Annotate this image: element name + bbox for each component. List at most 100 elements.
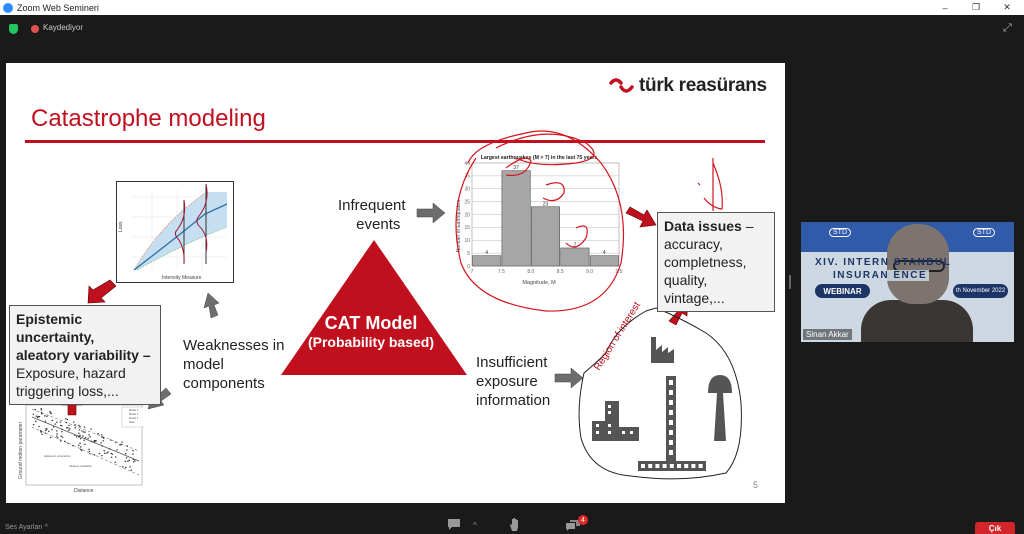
- date-badge: th November 2022: [953, 284, 1008, 298]
- scatter-point: [57, 437, 59, 439]
- scatter-point: [61, 436, 64, 438]
- histogram-y-tick: 40: [464, 161, 470, 167]
- scatter-point: [110, 452, 112, 455]
- scatter-point: [84, 443, 86, 445]
- scatter-point: [72, 421, 75, 423]
- scatter-point: [37, 416, 39, 418]
- scatter-point: [65, 421, 68, 424]
- scatter-point: [67, 427, 69, 429]
- minimize-button[interactable]: –: [942, 2, 948, 13]
- histogram-svg: Largest earthquakes (M > 7) in the last …: [456, 155, 623, 286]
- scatter-point: [93, 454, 96, 456]
- scatter-point: [107, 451, 109, 453]
- scatter-points: [32, 408, 136, 471]
- scatter-point: [119, 444, 121, 446]
- uncertainty-band: [134, 192, 227, 270]
- histogram-bar: [501, 170, 531, 267]
- scatter-point: [121, 441, 123, 443]
- tower-window: [669, 430, 673, 435]
- ground-motion-figure: Model 1 Model 2 Model 3 Data Epistemic u…: [14, 399, 149, 494]
- cat-model-subtitle: (Probability based): [307, 334, 435, 350]
- scatter-point: [34, 409, 36, 411]
- scatter-point: [38, 416, 41, 418]
- turk-reasurans-logo: türk reasürans: [609, 75, 767, 97]
- shield-check-icon[interactable]: [9, 24, 18, 34]
- scatter-point: [59, 421, 62, 423]
- scatter-point: [64, 440, 66, 442]
- scatter-point: [93, 441, 96, 443]
- epistemic-line4: triggering loss,...: [16, 383, 119, 399]
- scatter-point: [35, 420, 37, 423]
- scatter-point: [40, 431, 42, 433]
- scatter-point: [82, 435, 84, 437]
- recording-icon: [31, 25, 39, 33]
- insufficient-label: Insufficient exposure information: [476, 353, 550, 410]
- scatter-point: [56, 433, 58, 435]
- scatter-point: [61, 428, 63, 430]
- leave-button[interactable]: Çık: [975, 522, 1015, 534]
- scatter-point: [125, 466, 127, 469]
- gray-arrow-up-to-loss: [203, 292, 220, 319]
- scatter-point: [114, 456, 117, 458]
- gm-legend-1: Model 1: [129, 408, 139, 412]
- scatter-point: [94, 440, 97, 442]
- scatter-point: [101, 445, 103, 447]
- scatter-point: [49, 412, 52, 414]
- page-number: 5: [753, 480, 759, 490]
- speaker-name: Sinan Akkar: [803, 329, 852, 340]
- scatter-point: [120, 444, 122, 446]
- chat-options-chevron-icon[interactable]: ^: [473, 521, 477, 530]
- histogram-ylabel: Number of Earthquakes: [456, 199, 462, 252]
- red-arrow-to-data-issues: [625, 206, 657, 228]
- maximize-button[interactable]: ❐: [971, 2, 981, 12]
- chat-icon[interactable]: [447, 518, 461, 531]
- scatter-point: [74, 434, 76, 436]
- banner-line2: INSURAN ENCE: [831, 270, 930, 281]
- insufficient-line2: exposure: [476, 373, 538, 390]
- histogram-bar: [472, 255, 502, 267]
- scatter-point: [41, 413, 43, 415]
- scatter-point: [97, 433, 99, 435]
- scatter-point: [126, 445, 128, 447]
- ground-motion-plot: Model 1 Model 2 Model 3 Data Epistemic u…: [18, 404, 149, 494]
- qa-icon[interactable]: [565, 519, 581, 532]
- ink-circle-title: [495, 133, 595, 166]
- scatter-point: [103, 437, 105, 439]
- data-issues-line3: completness,: [664, 254, 747, 270]
- infrequent-line2: events: [356, 216, 401, 233]
- scatter-point: [79, 446, 82, 448]
- gray-arrow-to-region: [554, 367, 584, 389]
- scatter-point: [51, 419, 53, 422]
- scatter-point: [49, 411, 51, 413]
- panel-resize-handle[interactable]: [789, 275, 791, 289]
- scatter-point: [53, 426, 55, 428]
- tower-window: [669, 390, 673, 395]
- tower-base-window: [648, 464, 653, 468]
- infrequent-events-label: Infrequent events: [338, 196, 406, 234]
- close-button[interactable]: ✕: [1003, 2, 1011, 12]
- scatter-point: [78, 429, 81, 431]
- histogram-y-tick: 15: [464, 225, 470, 231]
- audio-settings-button[interactable]: Ses Ayarları ^: [5, 524, 48, 531]
- raise-hand-icon[interactable]: [509, 517, 521, 532]
- histogram-bar: [589, 255, 619, 267]
- scatter-point: [79, 425, 81, 427]
- aleatory-title: aleatory variability –: [16, 347, 151, 363]
- tower-window: [669, 400, 673, 405]
- speaker-video[interactable]: STD STD XIV. INTERN STANBUL INSURAN ENCE…: [801, 222, 1014, 342]
- insufficient-line1: Insufficient: [476, 354, 548, 371]
- fullscreen-expand-icon[interactable]: ⤢: [1003, 22, 1012, 34]
- speaker-body: [861, 300, 973, 342]
- scatter-point: [56, 435, 58, 437]
- earthquake-histogram: Largest earthquakes (M > 7) in the last …: [454, 151, 624, 296]
- loss-ylabel: Loss: [118, 221, 124, 232]
- scatter-point: [61, 431, 63, 433]
- red-arrow-to-epistemic: [87, 279, 117, 304]
- scatter-point: [116, 449, 118, 451]
- histogram-bar: [560, 247, 590, 267]
- gm-annotation-aleatory: Aleatory variability: [69, 464, 92, 468]
- scatter-point: [98, 452, 101, 455]
- scatter-point: [88, 434, 90, 436]
- gray-arrow-to-histogram: [416, 202, 446, 224]
- histogram-y-tick: 35: [464, 174, 470, 180]
